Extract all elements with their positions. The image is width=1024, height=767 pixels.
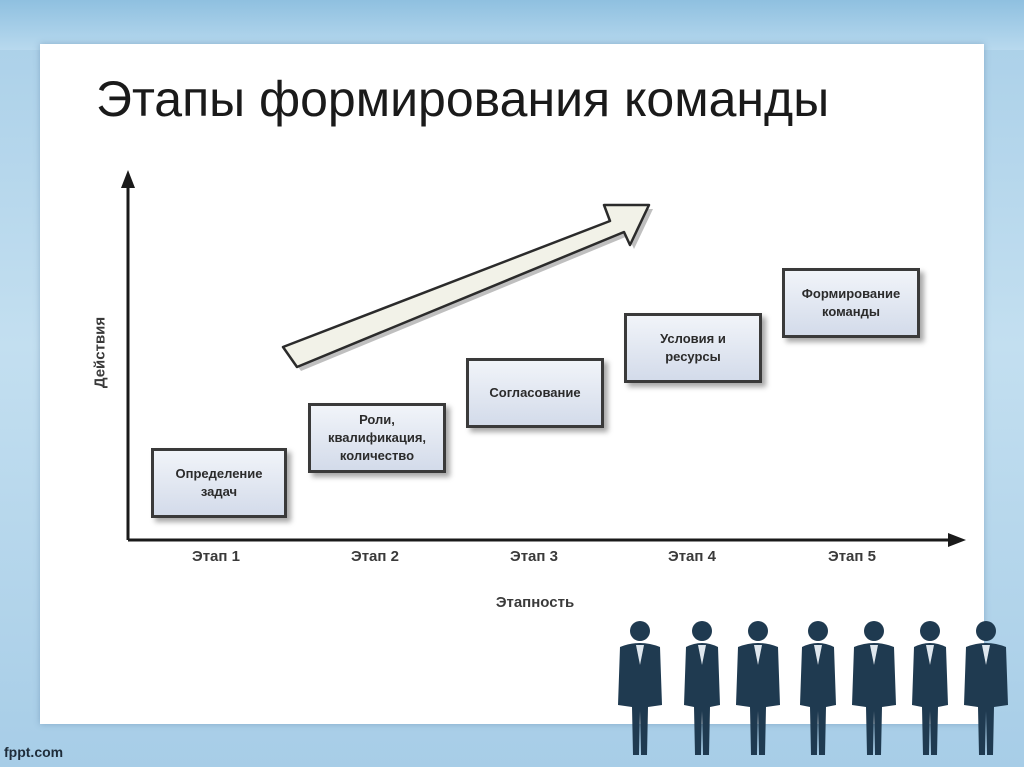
- y-axis-arrowhead: [121, 170, 135, 188]
- stage-label-2: Этап 2: [351, 548, 399, 565]
- person-silhouette: [736, 621, 780, 755]
- progress-arrow: [281, 203, 653, 371]
- person-silhouette: [852, 621, 896, 755]
- stage-box-1: Определение задач: [151, 448, 287, 518]
- stage-label-5: Этап 5: [828, 548, 876, 565]
- x-axis-arrowhead: [948, 533, 966, 547]
- slide-frame: [0, 0, 1024, 50]
- stage-label-3: Этап 3: [510, 548, 558, 565]
- person-silhouette: [684, 621, 720, 755]
- people-silhouettes: [618, 621, 1008, 755]
- stage-box-5: Формирование команды: [782, 268, 920, 338]
- stage-box-4: Условия и ресурсы: [624, 313, 762, 383]
- person-silhouette: [618, 621, 662, 755]
- slide-title: Этапы формирования команды: [96, 71, 830, 127]
- person-silhouette: [912, 621, 948, 755]
- fppt-logo: fppt.com: [4, 744, 64, 760]
- stage-box-3: Согласование: [466, 358, 604, 428]
- person-silhouette: [964, 621, 1008, 755]
- person-silhouette: [800, 621, 836, 755]
- stage-label-4: Этап 4: [668, 548, 716, 565]
- stage-label-1: Этап 1: [192, 548, 240, 565]
- stage-box-2: Роли, квалификация, количество: [308, 403, 446, 473]
- x-axis-title: Этапность: [495, 594, 575, 611]
- y-axis-title: Действия: [91, 316, 109, 389]
